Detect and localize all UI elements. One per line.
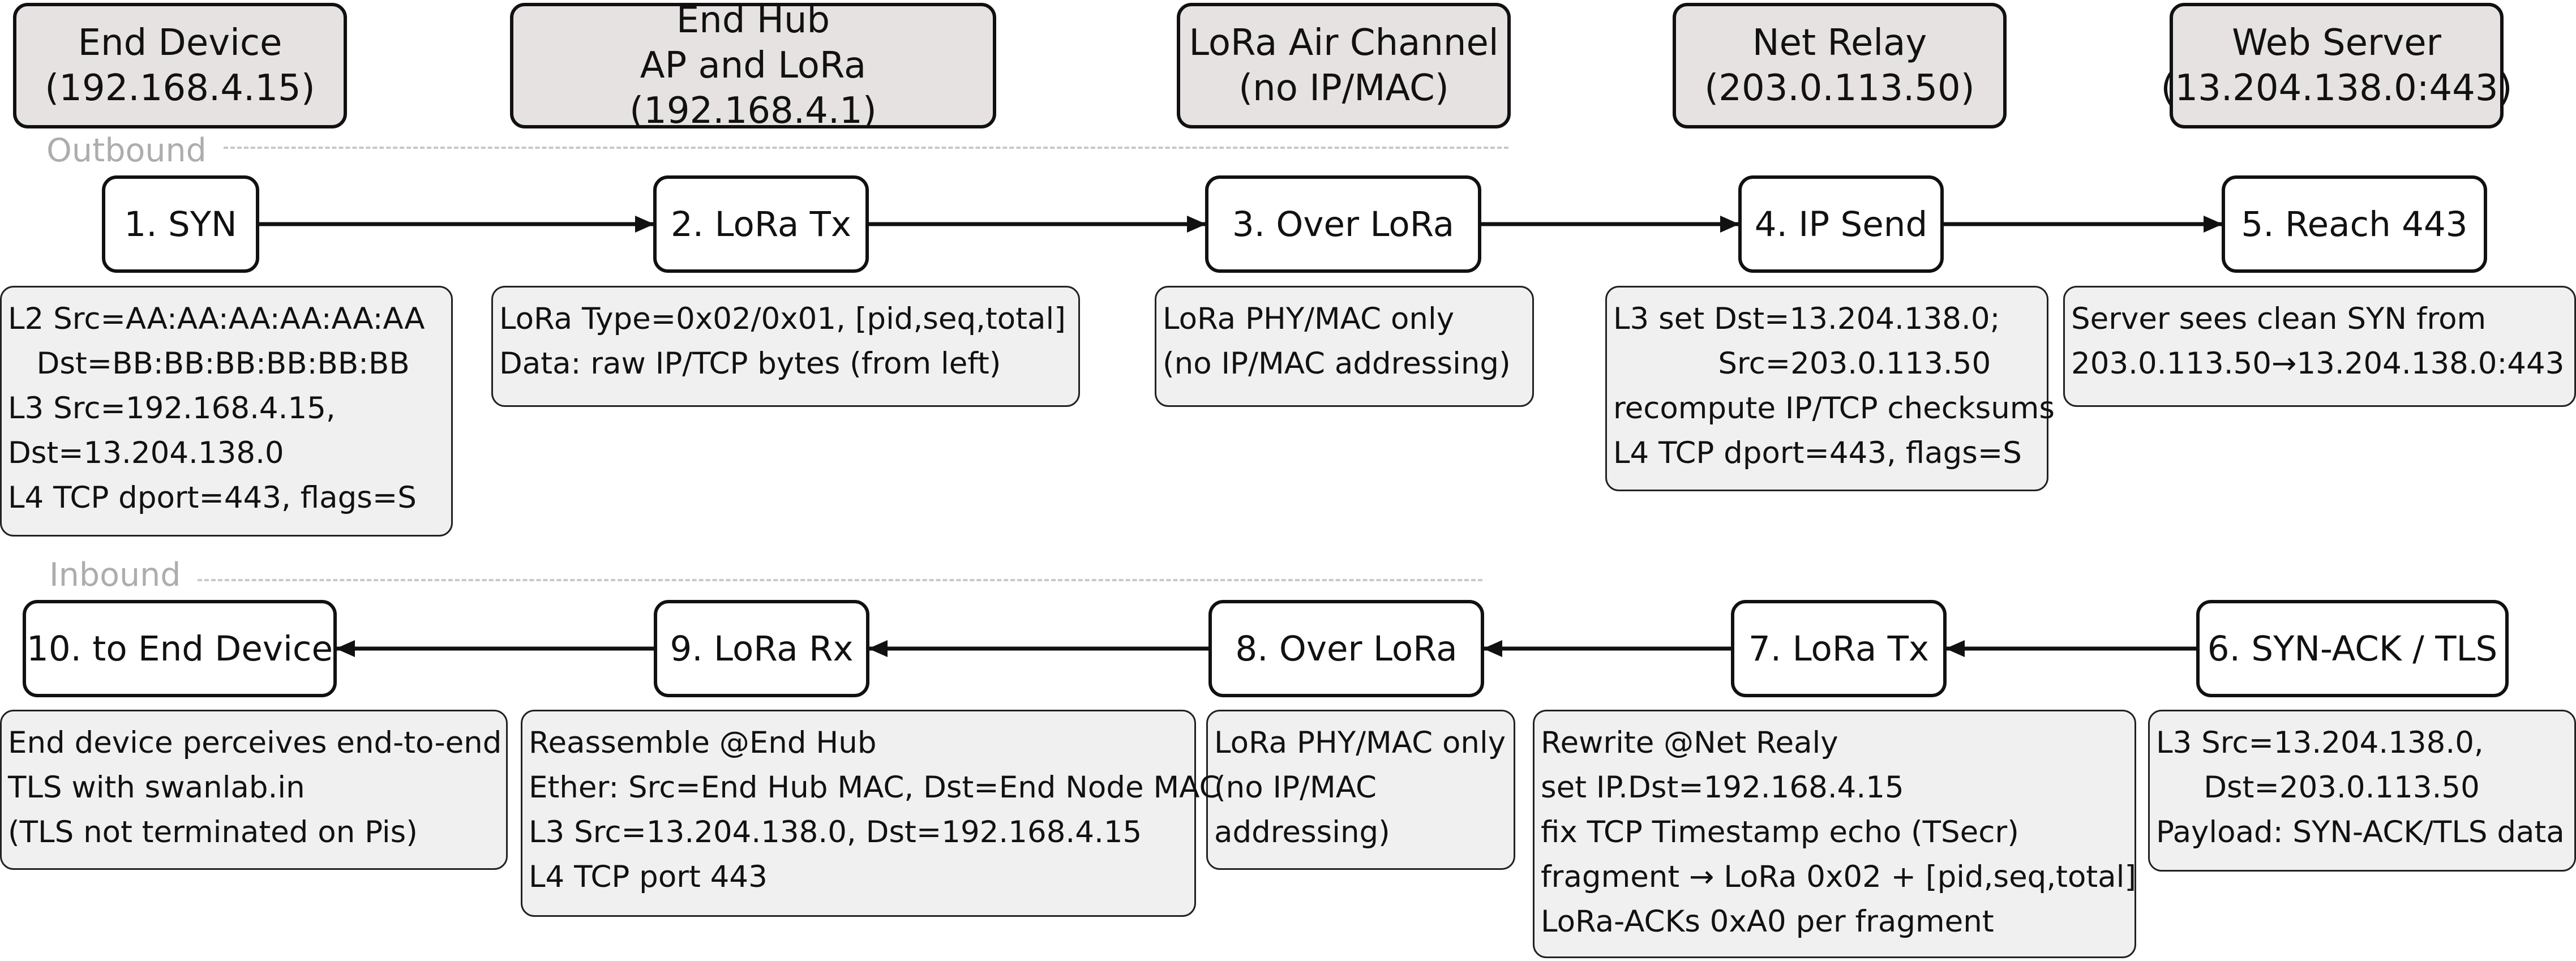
step-label: 4. IP Send: [1754, 204, 1928, 244]
note-line: Data: raw IP/TCP bytes (from left): [499, 346, 1001, 381]
header-lora-air-channel-text: LoRa Air Channel (no IP/MAC): [1189, 22, 1499, 109]
note-line: Dst=203.0.113.50: [2156, 770, 2480, 805]
step-1-syn: 1. SYN: [102, 175, 259, 273]
note-line: L4 TCP port 443: [529, 860, 768, 894]
outbound-divider: [224, 147, 1508, 149]
header-web-server-text: Web Server (13.204.138.0:443): [2161, 22, 2513, 109]
note-step-5: Server sees clean SYN from 203.0.113.50→1…: [2063, 286, 2576, 407]
step-2-lora-tx: 2. LoRa Tx: [653, 175, 869, 273]
note-line: fix TCP Timestamp echo (TSecr): [1541, 815, 2019, 850]
note-line: (no IP/MAC addressing): [1163, 346, 1511, 381]
step-label: 8. Over LoRa: [1235, 628, 1458, 669]
note-line: Src=203.0.113.50: [1613, 346, 1991, 381]
note-line: LoRa Type=0x02/0x01, [pid,seq,total]: [499, 302, 1066, 336]
note-step-3: LoRa PHY/MAC only (no IP/MAC addressing): [1155, 286, 1534, 407]
note-line: TLS with swanlab.in: [8, 770, 305, 805]
header-end-hub: End Hub AP and LoRa (192.168.4.1): [510, 0, 996, 132]
note-line: Rewrite @Net Realy: [1541, 726, 1838, 760]
header-net-relay: Net Relay (203.0.113.50): [1673, 3, 2007, 128]
note-step-1: L2 Src=AA:AA:AA:AA:AA:AA Dst=BB:BB:BB:BB…: [0, 286, 453, 537]
step-label: 5. Reach 443: [2241, 204, 2468, 244]
note-line: L3 set Dst=13.204.138.0;: [1613, 302, 2000, 336]
step-5-reach-443: 5. Reach 443: [2222, 175, 2487, 273]
note-line: L3 Src=13.204.138.0,: [2156, 726, 2484, 760]
inbound-divider: [198, 579, 1482, 581]
note-line: recompute IP/TCP checksums: [1613, 391, 2055, 426]
step-3-over-lora: 3. Over LoRa: [1205, 175, 1481, 273]
note-line: set IP.Dst=192.168.4.15: [1541, 770, 1904, 805]
step-4-ip-send: 4. IP Send: [1738, 175, 1944, 273]
section-label-outbound: Outbound: [46, 132, 207, 169]
step-label: 9. LoRa Rx: [670, 628, 854, 669]
header-end-hub-text: End Hub AP and LoRa (192.168.4.1): [629, 0, 877, 132]
note-step-8: LoRa PHY/MAC only (no IP/MAC addressing): [1206, 710, 1515, 870]
note-line: (TLS not terminated on Pis): [8, 815, 418, 850]
note-step-4: L3 set Dst=13.204.138.0; Src=203.0.113.5…: [1605, 286, 2055, 491]
note-line: fragment → LoRa 0x02 + [pid,seq,total]: [1541, 860, 2137, 894]
step-8-over-lora: 8. Over LoRa: [1208, 600, 1484, 697]
header-end-device-text: End Device (192.168.4.15): [45, 22, 315, 109]
note-line: LoRa PHY/MAC only: [1163, 302, 1455, 336]
note-line: Reassemble @End Hub: [529, 726, 877, 760]
header-net-relay-text: Net Relay (203.0.113.50): [1704, 22, 1975, 109]
note-line: L4 TCP dport=443, flags=S: [8, 480, 417, 515]
section-label-inbound: Inbound: [49, 556, 181, 594]
note-line: End device perceives end-to-end: [8, 726, 502, 760]
note-line: addressing): [1214, 815, 1390, 850]
note-line: Dst=BB:BB:BB:BB:BB:BB: [8, 346, 410, 381]
note-line: Payload: SYN-ACK/TLS data: [2156, 815, 2565, 850]
step-6-syn-ack-tls: 6. SYN-ACK / TLS: [2196, 600, 2509, 697]
header-end-device: End Device (192.168.4.15): [13, 3, 347, 128]
step-10-to-end-device: 10. to End Device: [23, 600, 337, 697]
note-line: L4 TCP dport=443, flags=S: [1613, 436, 2022, 470]
note-line: 203.0.113.50→13.204.138.0:443: [2071, 346, 2565, 381]
note-step-7: Rewrite @Net Realy set IP.Dst=192.168.4.1…: [1533, 710, 2136, 958]
header-lora-air-channel: LoRa Air Channel (no IP/MAC): [1177, 3, 1511, 128]
note-line: L3 Src=13.204.138.0, Dst=192.168.4.15: [529, 815, 1142, 850]
header-web-server: Web Server (13.204.138.0:443): [2161, 3, 2513, 128]
step-9-lora-rx: 9. LoRa Rx: [654, 600, 869, 697]
note-line: LoRa-ACKs 0xA0 per fragment: [1541, 904, 1994, 939]
step-label: 3. Over LoRa: [1232, 204, 1455, 244]
note-line: Server sees clean SYN from: [2071, 302, 2487, 336]
note-line: LoRa PHY/MAC only: [1214, 726, 1506, 760]
step-label: 10. to End Device: [27, 628, 333, 669]
step-7-lora-tx: 7. LoRa Tx: [1731, 600, 1947, 697]
step-label: 1. SYN: [124, 204, 237, 244]
step-label: 6. SYN-ACK / TLS: [2207, 628, 2498, 669]
note-line: L2 Src=AA:AA:AA:AA:AA:AA: [8, 302, 425, 336]
step-label: 7. LoRa Tx: [1748, 628, 1929, 669]
note-line: Ether: Src=End Hub MAC, Dst=End Node MAC: [529, 770, 1220, 805]
note-line: L3 Src=192.168.4.15,: [8, 391, 336, 426]
step-label: 2. LoRa Tx: [671, 204, 851, 244]
note-step-2: LoRa Type=0x02/0x01, [pid,seq,total] Data…: [491, 286, 1080, 407]
note-line: Dst=13.204.138.0: [8, 436, 284, 470]
note-line: (no IP/MAC: [1214, 770, 1377, 805]
